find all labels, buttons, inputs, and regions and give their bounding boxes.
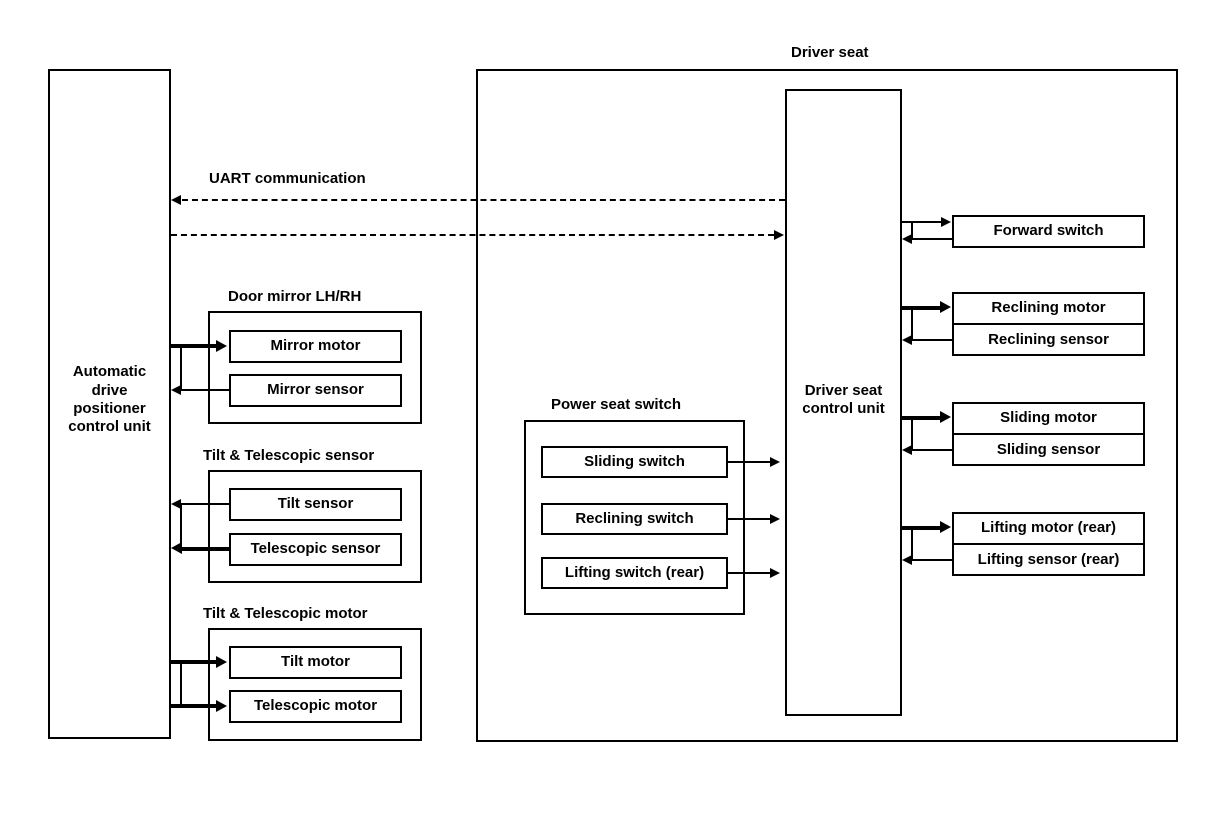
- door-mirror-bus: [180, 344, 182, 391]
- sliding-sensor-connector: [913, 449, 952, 451]
- forward-switch-bus: [911, 221, 913, 240]
- uart-arrow-right-icon: [774, 230, 784, 240]
- tilt-telescopic-sensor-group-title: Tilt & Telescopic sensor: [203, 447, 375, 464]
- sliding-motor-label: Sliding motor: [1000, 408, 1097, 426]
- lifting-switch-rear-connector: [728, 572, 778, 574]
- forward-switch-arrow-right-icon: [941, 217, 951, 227]
- reclining-switch-arrow-icon: [770, 514, 780, 524]
- uart-line-to-seat-unit: [171, 234, 774, 236]
- forward-switch-arrow-left-icon: [902, 234, 912, 244]
- power-seat-switch-group-title: Power seat switch: [551, 396, 682, 413]
- telescopic-motor-connector: [171, 704, 218, 708]
- lifting-motor-rear-connector: [902, 526, 942, 530]
- forward-switch-label: Forward switch: [993, 222, 1104, 240]
- uart-communication-label: UART communication: [209, 170, 366, 187]
- tilt-telescopic-sensor-bus: [180, 503, 182, 549]
- reclining-motor-arrow-icon: [940, 301, 951, 313]
- mirror-sensor-label: Mirror sensor: [267, 381, 364, 399]
- lifting-bus: [911, 526, 913, 561]
- lifting-sensor-rear-arrow-icon: [902, 555, 912, 565]
- forward-switch-box[interactable]: [952, 215, 1145, 248]
- sliding-bus: [911, 416, 913, 451]
- sliding-sensor-arrow-icon: [902, 445, 912, 455]
- driver-seat-control-unit-box: [785, 89, 902, 716]
- uart-line-to-adp: [182, 199, 785, 201]
- lifting-switch-rear-arrow-icon: [770, 568, 780, 578]
- sliding-divider: [952, 433, 1145, 435]
- reclining-sensor-label: Reclining sensor: [988, 330, 1109, 348]
- sliding-switch-connector: [728, 461, 778, 463]
- telescopic-motor-box: [229, 690, 402, 723]
- tilt-sensor-arrow-icon: [171, 499, 181, 509]
- reclining-switch-label: Reclining switch: [575, 509, 694, 527]
- sliding-sensor-label: Sliding sensor: [996, 440, 1101, 458]
- tilt-motor-box: [229, 646, 402, 679]
- telescopic-sensor-box: [229, 533, 402, 566]
- reclining-divider: [952, 323, 1145, 325]
- forward-switch-connector-in: [913, 238, 952, 240]
- forward-switch-connector-out: [902, 221, 942, 223]
- reclining-motor-connector: [902, 306, 942, 310]
- tilt-sensor-connector: [182, 503, 229, 505]
- telescopic-sensor-label: Telescopic sensor: [250, 540, 381, 558]
- telescopic-sensor-arrow-icon: [171, 542, 182, 554]
- adp-control-unit-box: [48, 69, 171, 739]
- lifting-motor-rear-label: Lifting motor (rear): [981, 518, 1116, 536]
- tilt-motor-label: Tilt motor: [281, 653, 350, 671]
- tilt-telescopic-motor-group-title: Tilt & Telescopic motor: [203, 605, 368, 622]
- lifting-motor-rear-arrow-icon: [940, 521, 951, 533]
- lifting-sensor-rear-label: Lifting sensor (rear): [977, 550, 1120, 568]
- reclining-sensor-connector: [913, 339, 952, 341]
- sliding-motor-connector: [902, 416, 942, 420]
- tilt-telescopic-motor-bus: [180, 660, 182, 706]
- reclining-sensor-arrow-icon: [902, 335, 912, 345]
- door-mirror-group-title: Door mirror LH/RH: [228, 288, 362, 305]
- lifting-switch-rear-label: Lifting switch (rear): [564, 563, 705, 581]
- driver-seat-title: Driver seat: [791, 44, 869, 61]
- lifting-switch-rear-box[interactable]: [541, 557, 728, 589]
- mirror-motor-label: Mirror motor: [270, 337, 361, 355]
- tilt-motor-arrow-icon: [216, 656, 227, 668]
- tilt-motor-connector: [171, 660, 218, 664]
- reclining-bus: [911, 306, 913, 341]
- mirror-sensor-connector: [182, 389, 229, 391]
- mirror-motor-box: [229, 330, 402, 363]
- door-mirror-group-box: [208, 311, 422, 424]
- reclining-motor-label: Reclining motor: [991, 298, 1106, 316]
- mirror-motor-connector: [171, 344, 218, 348]
- telescopic-sensor-connector: [182, 547, 229, 551]
- mirror-motor-arrow-icon: [216, 340, 227, 352]
- tilt-telescopic-sensor-group-box: [208, 470, 422, 583]
- tilt-sensor-box: [229, 488, 402, 521]
- sliding-motor-arrow-icon: [940, 411, 951, 423]
- driver-seat-control-unit-label: Driver seat control unit: [802, 381, 885, 417]
- mirror-sensor-arrow-icon: [171, 385, 181, 395]
- adp-control-unit-label: Automatic drive positioner control unit: [68, 363, 151, 436]
- reclining-switch-box[interactable]: [541, 503, 728, 535]
- sliding-switch-box[interactable]: [541, 446, 728, 478]
- mirror-sensor-box: [229, 374, 402, 407]
- lifting-divider: [952, 543, 1145, 545]
- telescopic-motor-arrow-icon: [216, 700, 227, 712]
- telescopic-motor-label: Telescopic motor: [253, 697, 378, 715]
- uart-arrow-left-icon: [171, 195, 181, 205]
- tilt-telescopic-motor-group-box: [208, 628, 422, 741]
- lifting-sensor-rear-connector: [913, 559, 952, 561]
- tilt-sensor-label: Tilt sensor: [277, 495, 354, 513]
- sliding-switch-arrow-icon: [770, 457, 780, 467]
- reclining-switch-connector: [728, 518, 778, 520]
- sliding-switch-label: Sliding switch: [584, 452, 685, 470]
